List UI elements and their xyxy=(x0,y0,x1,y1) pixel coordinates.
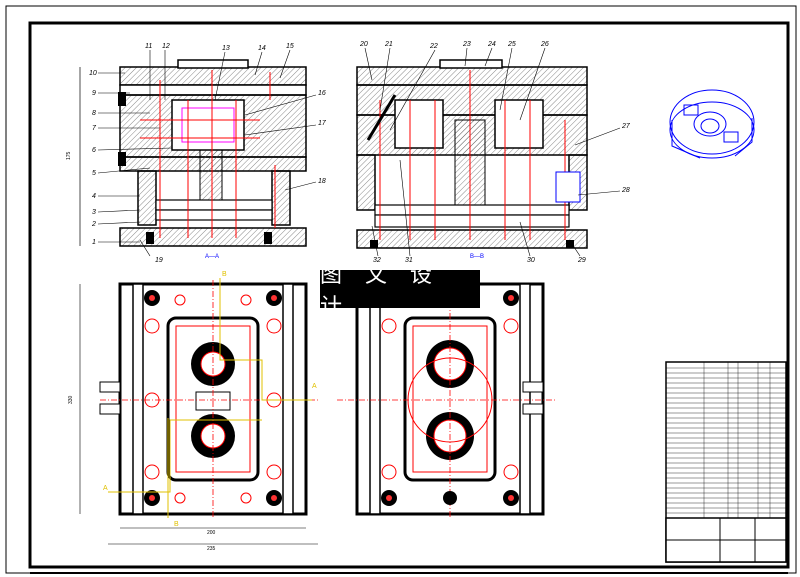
part-number: 31 xyxy=(405,257,413,264)
part-number: 21 xyxy=(384,41,393,48)
inner-frame xyxy=(28,21,790,569)
cut-marker-a-left: A xyxy=(103,485,108,492)
part-number: 11 xyxy=(145,43,152,50)
part-number: 32 xyxy=(373,257,381,264)
part-number: 28 xyxy=(621,187,630,194)
part-number: 4 xyxy=(92,193,96,200)
part-number: 3 xyxy=(92,209,96,216)
part-number: 10 xyxy=(89,70,97,77)
part-number-leaders-right xyxy=(364,47,621,257)
part-number: 18 xyxy=(318,178,326,185)
part-number: 1 xyxy=(92,239,96,246)
part-number: 22 xyxy=(429,43,438,50)
cut-marker-a-right: A xyxy=(312,383,317,390)
section-bb-view: B—B xyxy=(356,59,588,260)
plan-left-dimensions xyxy=(79,284,318,545)
part-number: 23 xyxy=(462,41,471,48)
part-number-leaders-left xyxy=(97,49,317,257)
part-number: 15 xyxy=(286,43,294,50)
part-number: 9 xyxy=(92,90,96,97)
plan-view-right xyxy=(337,280,557,518)
dim-plan-height: 330 xyxy=(68,395,74,404)
part-number: 30 xyxy=(527,257,535,264)
plan-view-left xyxy=(99,280,320,518)
part-number: 26 xyxy=(540,41,549,48)
part-number: 17 xyxy=(318,120,327,127)
part-number: 19 xyxy=(155,257,163,264)
product-isometric-sketch xyxy=(669,89,755,159)
part-number: 20 xyxy=(359,41,368,48)
part-number: 2 xyxy=(91,221,96,228)
section-aa-label: A—A xyxy=(205,254,219,260)
part-number: 29 xyxy=(577,257,586,264)
part-numbers-right: 20 21 22 23 24 25 26 27 28 29 30 31 32 xyxy=(359,41,631,264)
cut-marker-b-bottom: B xyxy=(174,521,179,528)
parts-list-table xyxy=(665,361,787,563)
section-cut-lines xyxy=(108,278,312,518)
part-number: 5 xyxy=(92,170,96,177)
watermark-banner: 图 文 设 计 xyxy=(320,263,480,320)
part-number: 6 xyxy=(92,147,96,154)
part-number: 12 xyxy=(162,43,170,50)
part-number: 7 xyxy=(92,125,97,132)
part-number: 13 xyxy=(222,45,230,52)
dim-plan-inner-width: 200 xyxy=(207,530,216,536)
section-bb-label: B—B xyxy=(470,254,484,260)
dim-left-height: 175 xyxy=(66,151,72,160)
part-number: 24 xyxy=(487,41,496,48)
section-aa-view: 175 A—A xyxy=(66,59,307,260)
dim-plan-outer-width: 235 xyxy=(207,546,216,552)
part-number: 27 xyxy=(621,123,631,130)
part-number: 25 xyxy=(507,41,516,48)
part-number: 16 xyxy=(318,90,326,97)
cut-marker-b-top: B xyxy=(222,271,227,278)
part-number: 8 xyxy=(92,110,96,117)
part-number: 14 xyxy=(258,45,266,52)
part-numbers-left: 1 2 3 4 5 6 7 8 9 10 11 12 13 14 15 16 1… xyxy=(89,43,327,264)
